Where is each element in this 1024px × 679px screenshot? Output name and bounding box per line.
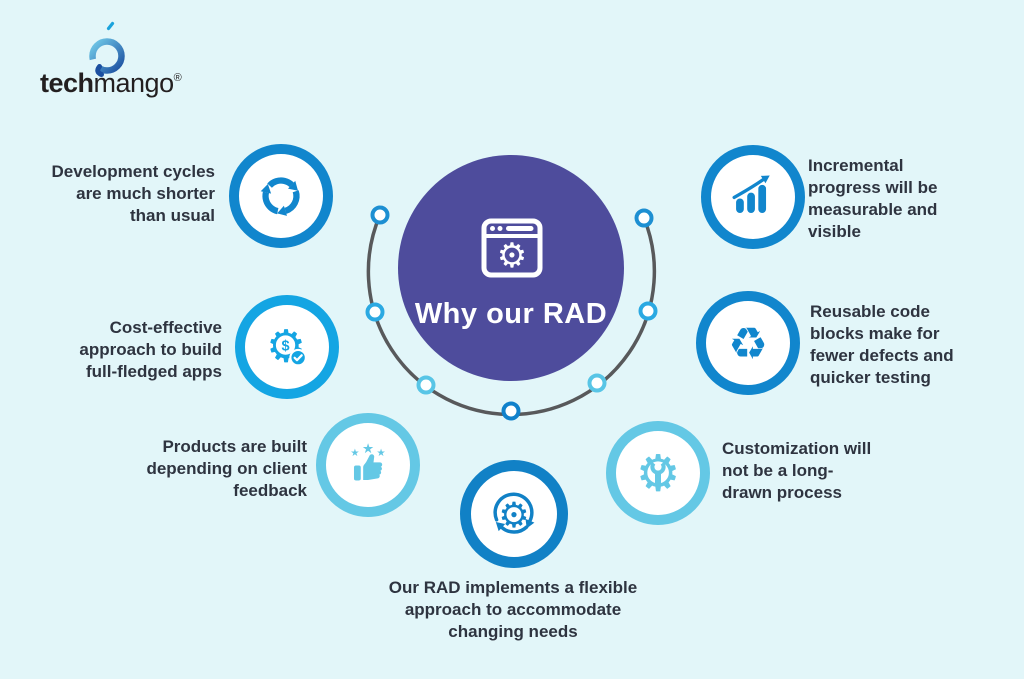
wrench-gear-icon: ⚙ xyxy=(635,444,680,502)
item-circle-client-feedback: ★ ★ ★ xyxy=(316,413,420,517)
item-circle-incremental-progress xyxy=(701,145,805,249)
gear-refresh-icon: ⚙ xyxy=(493,492,535,536)
item-circle-reusable-code: ♻ xyxy=(696,291,800,395)
arc-node xyxy=(416,375,436,395)
bar-chart-growth-icon xyxy=(732,175,770,213)
item-label-customization: Customization will not be a long- drawn … xyxy=(722,439,872,502)
dollar-gear-check-icon: ⚙ $ xyxy=(266,322,307,373)
logo-wordmark: techmango® xyxy=(40,68,182,98)
arc-node xyxy=(370,205,390,225)
item-circle-flexible-approach: ⚙ xyxy=(460,460,568,568)
item-label-flexible-approach: Our RAD implements a flexible approach t… xyxy=(388,578,638,641)
item-circle-development-cycles xyxy=(229,144,333,248)
arc-node xyxy=(501,401,521,421)
item-circle-cost-effective: ⚙ $ xyxy=(235,295,339,399)
svg-text:♻: ♻ xyxy=(728,319,768,370)
svg-text:⚙: ⚙ xyxy=(497,236,527,276)
techmango-logo: techmango® xyxy=(40,21,182,98)
thumbs-up-stars-icon: ★ ★ ★ xyxy=(350,441,386,481)
item-label-incremental-progress: Incremental progress will be measurable … xyxy=(808,156,938,241)
arc-node xyxy=(638,301,658,321)
browser-gear-icon: ⚙ xyxy=(481,218,543,278)
arc-node xyxy=(634,208,654,228)
item-label-reusable-code: Reusable code blocks make for fewer defe… xyxy=(810,302,954,387)
svg-text:$: $ xyxy=(282,338,290,354)
svg-text:★: ★ xyxy=(362,441,374,457)
svg-text:★: ★ xyxy=(350,448,359,459)
svg-text:★: ★ xyxy=(377,448,386,459)
center-title: Why our RAD xyxy=(414,298,608,330)
item-circle-customization: ⚙ xyxy=(606,421,710,525)
arc-node xyxy=(587,373,607,393)
arc-node xyxy=(365,302,385,322)
center-circle xyxy=(398,155,624,381)
cycle-arrows-icon xyxy=(260,177,300,216)
item-label-development-cycles: Development cycles are much shorter than… xyxy=(51,162,215,225)
mango-icon xyxy=(89,21,125,77)
item-label-client-feedback: Products are built depending on client f… xyxy=(146,437,307,500)
recycle-icon: ♻ xyxy=(728,319,768,370)
item-label-cost-effective: Cost-effective approach to build full-fl… xyxy=(79,318,222,381)
